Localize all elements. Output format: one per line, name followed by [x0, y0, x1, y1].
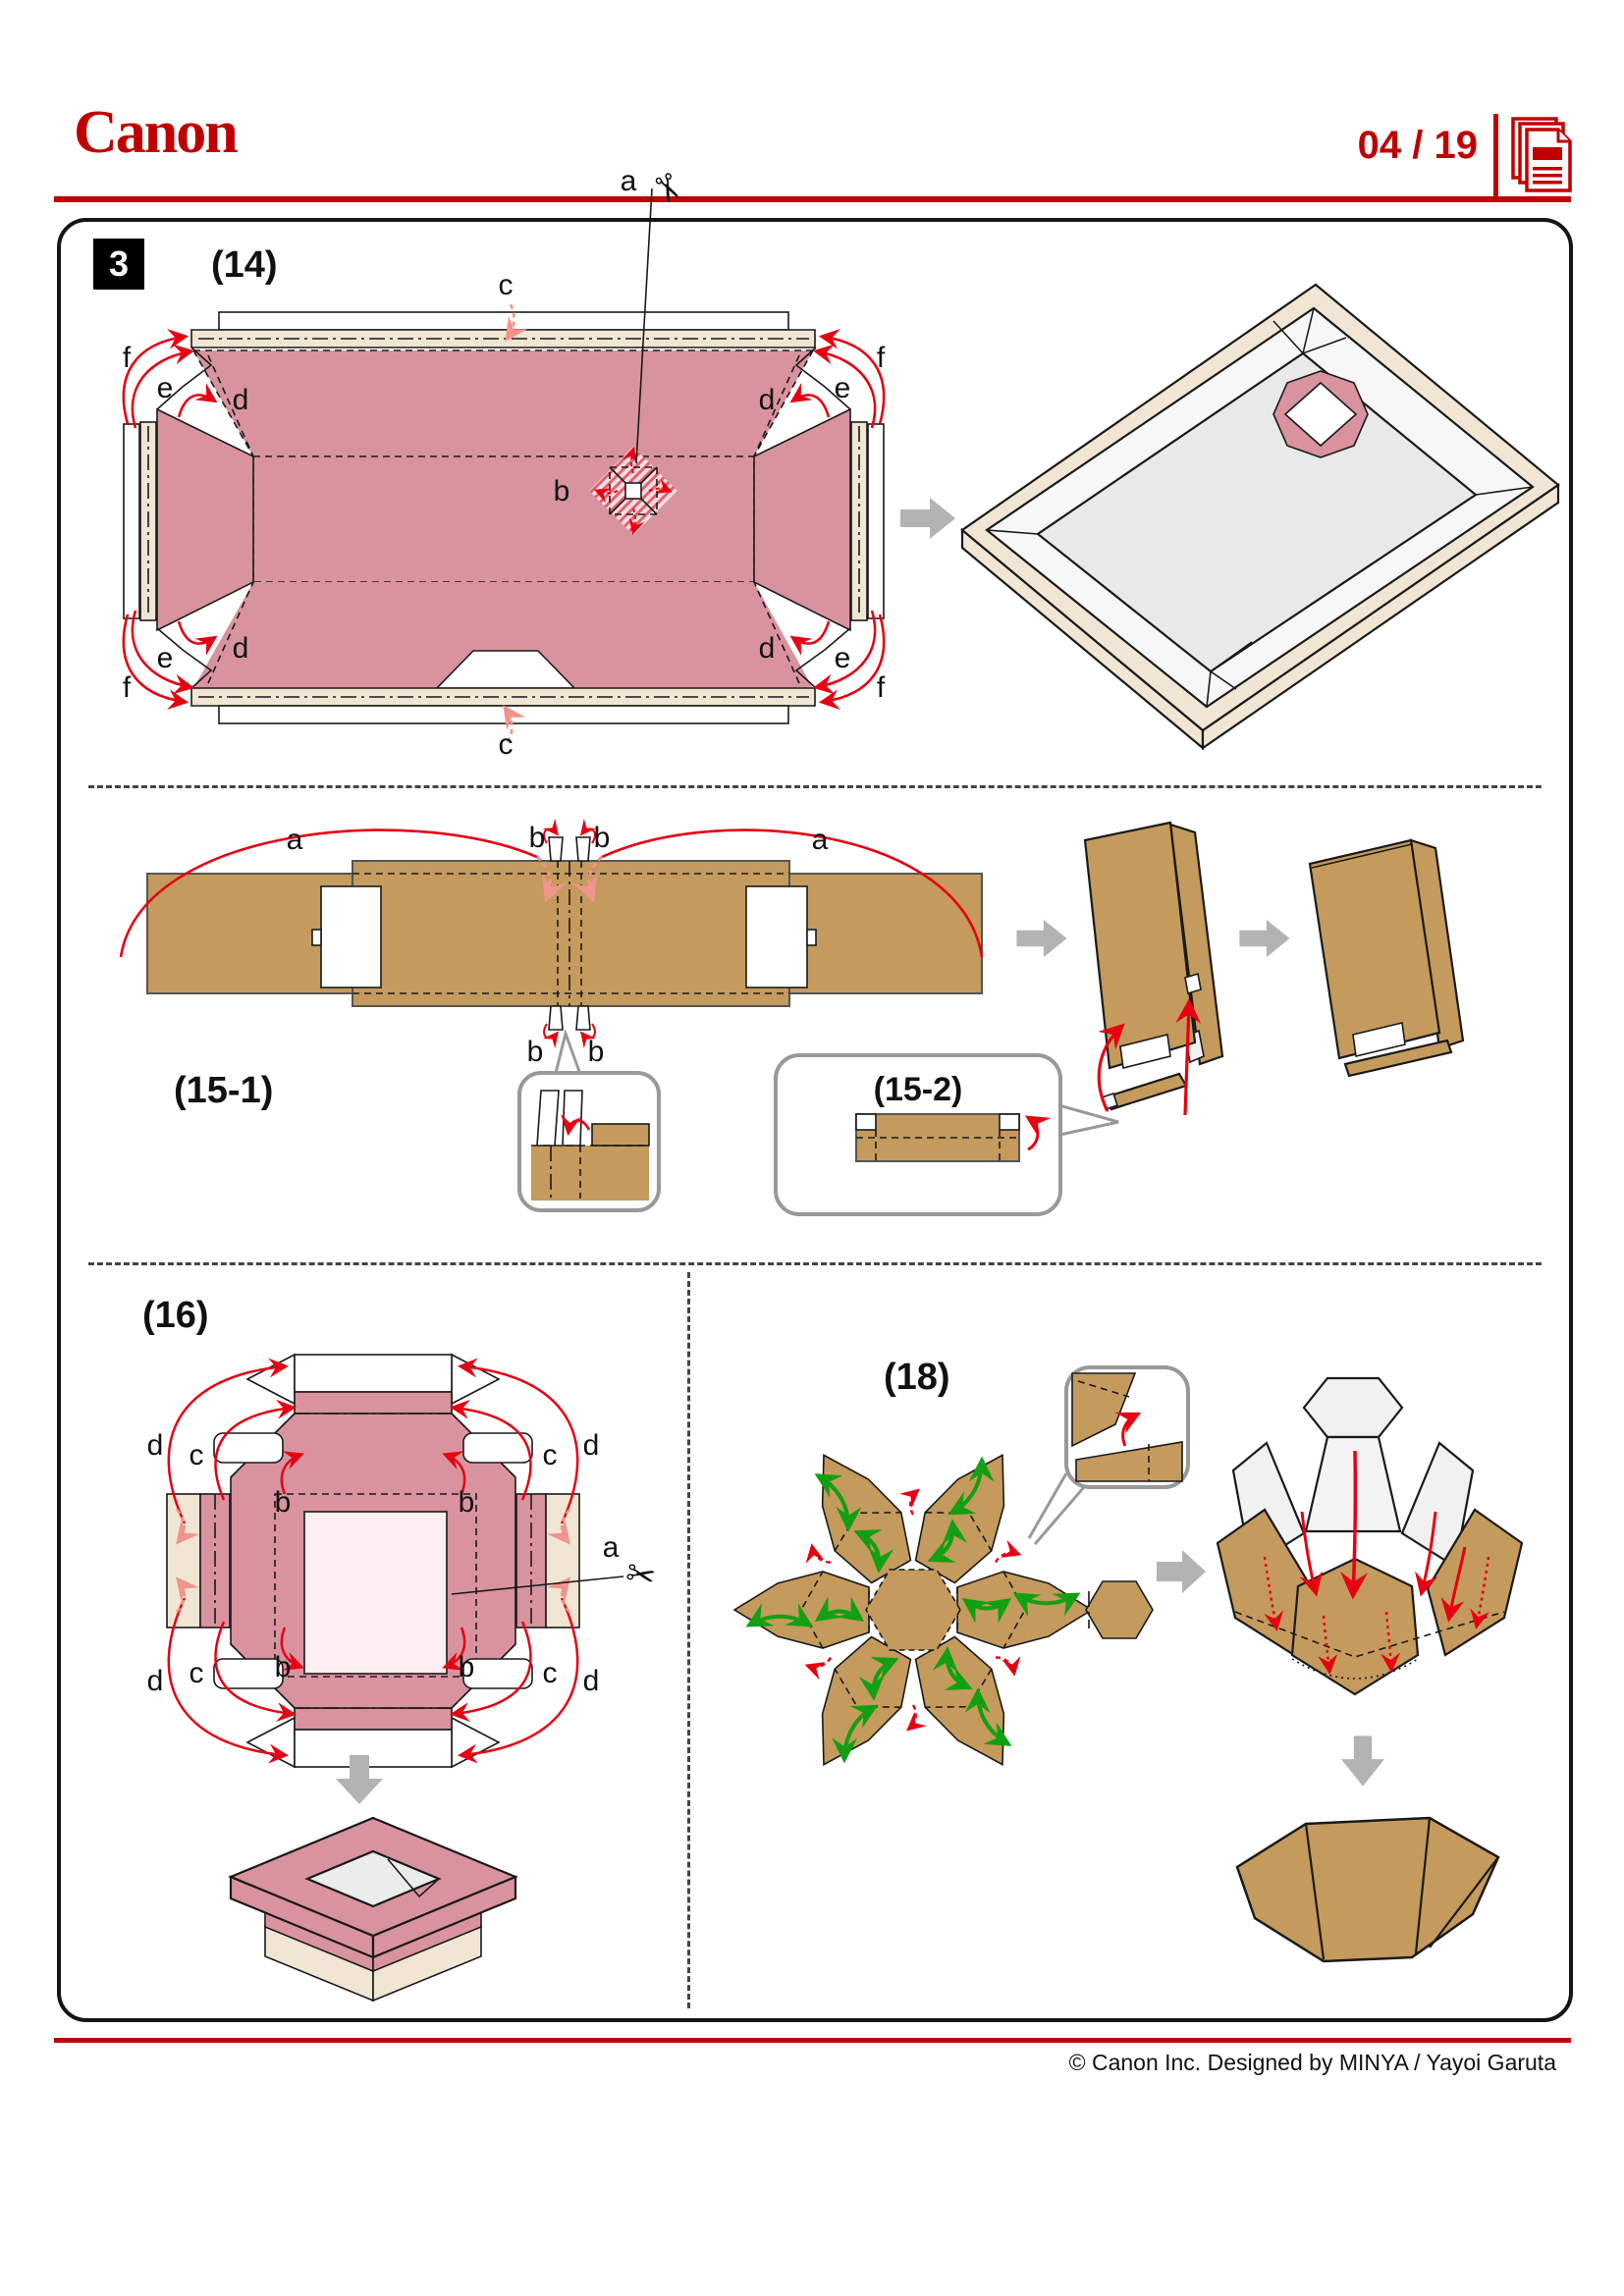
arrow-down-icon — [1341, 1735, 1384, 1787]
diagram-16: ✂ (16) a d c d c d c d c b b b b — [142, 1295, 660, 1804]
label-f: f — [877, 342, 886, 374]
template-16 — [166, 1353, 580, 1769]
label-c: c — [543, 1439, 558, 1471]
label-b: b — [554, 475, 570, 507]
template-15-1 — [146, 836, 983, 1031]
label-d: d — [147, 1429, 164, 1462]
label-b: b — [459, 1486, 475, 1519]
template-18-flower — [734, 1436, 1154, 1784]
label-f: f — [123, 342, 132, 374]
label-b: b — [527, 1036, 544, 1068]
valley-arrows-14 — [503, 303, 528, 743]
divider-1 — [88, 785, 1542, 788]
label-e: e — [157, 642, 174, 674]
arrow-down-icon — [336, 1755, 383, 1804]
label-f: f — [123, 671, 132, 704]
section15-2-title: (15-2) — [874, 1071, 963, 1108]
template-15-2 — [855, 1113, 1052, 1162]
diagram-18: (18) — [687, 1357, 1206, 1821]
diagram-14-template: ✂ (14) a c c b f e d f e d f e d f e d — [122, 165, 886, 761]
valley-arrows-16 — [176, 1509, 570, 1613]
label-a: a — [287, 824, 303, 856]
footer-rule — [54, 2038, 1571, 2043]
arrow-right-icon — [1016, 919, 1067, 958]
divider-vertical — [687, 1272, 690, 2008]
header-rule — [54, 196, 1571, 202]
label-e: e — [157, 372, 174, 404]
diagram-15-1: (15-1) a a b b b b — [119, 819, 984, 1212]
canon-logo: Canon — [74, 99, 239, 166]
label-d: d — [759, 384, 776, 416]
fold-arrows-18 — [1263, 1450, 1490, 1675]
result-18-bowl — [1235, 1816, 1500, 1963]
result-15-stand-finished — [1308, 838, 1465, 1078]
pages-icon — [1511, 117, 1572, 192]
label-d: d — [583, 1429, 600, 1462]
scissors-icon: ✂ — [623, 1552, 660, 1597]
label-c: c — [189, 1439, 204, 1471]
step-badge: 3 — [93, 239, 144, 290]
label-c: c — [499, 728, 514, 761]
cut-pointer-line — [635, 187, 653, 464]
page-number: 04 / 19 — [1357, 124, 1478, 167]
section15-1-title: (15-1) — [174, 1070, 273, 1111]
section14-title: (14) — [211, 244, 278, 286]
copyright: © Canon Inc. Designed by MINYA / Yayoi G… — [1068, 2050, 1556, 2075]
section18-title: (18) — [884, 1357, 950, 1398]
cut-pointer-line — [451, 1575, 624, 1595]
scissors-icon: ✂ — [641, 166, 692, 212]
label-d: d — [759, 632, 776, 665]
callout-15-2: (15-2) — [774, 1053, 1119, 1216]
arrow-right-icon — [1239, 919, 1290, 958]
fold-arrows-14 — [122, 329, 886, 710]
label-e: e — [835, 642, 851, 674]
label-b: b — [275, 1651, 292, 1683]
result-18-forming — [1216, 1376, 1524, 1696]
label-b: b — [529, 822, 546, 854]
label-c: c — [543, 1657, 558, 1689]
label-b: b — [459, 1651, 475, 1683]
label-d: d — [147, 1665, 164, 1697]
fold-arrows-16 — [167, 1358, 579, 1764]
label-b: b — [594, 822, 611, 854]
main-frame — [57, 218, 1573, 2022]
cut-hole-14 — [589, 446, 677, 536]
label-c: c — [189, 1657, 204, 1689]
label-b: b — [588, 1036, 605, 1068]
result-16-frame — [228, 1816, 518, 2002]
result-14-tray — [960, 283, 1560, 751]
label-a: a — [621, 165, 637, 197]
label-c: c — [499, 269, 514, 301]
arrow-right-icon — [1157, 1550, 1206, 1593]
label-e: e — [835, 372, 851, 404]
label-d: d — [233, 384, 249, 416]
detail-bubble-18 — [1027, 1365, 1190, 1545]
label-d: d — [583, 1665, 600, 1697]
arrow-right-icon — [900, 498, 955, 539]
label-a: a — [603, 1531, 620, 1564]
detail-bubble-15 — [517, 1028, 661, 1212]
divider-2 — [88, 1262, 1542, 1265]
label-a: a — [812, 824, 829, 856]
label-f: f — [877, 671, 886, 704]
label-b: b — [275, 1486, 292, 1519]
fold-arrows-15 — [119, 819, 984, 1048]
label-d: d — [233, 632, 249, 665]
result-15-stand-assembling — [1083, 821, 1224, 1116]
section16-title: (16) — [142, 1295, 209, 1336]
header-divider — [1493, 114, 1498, 200]
